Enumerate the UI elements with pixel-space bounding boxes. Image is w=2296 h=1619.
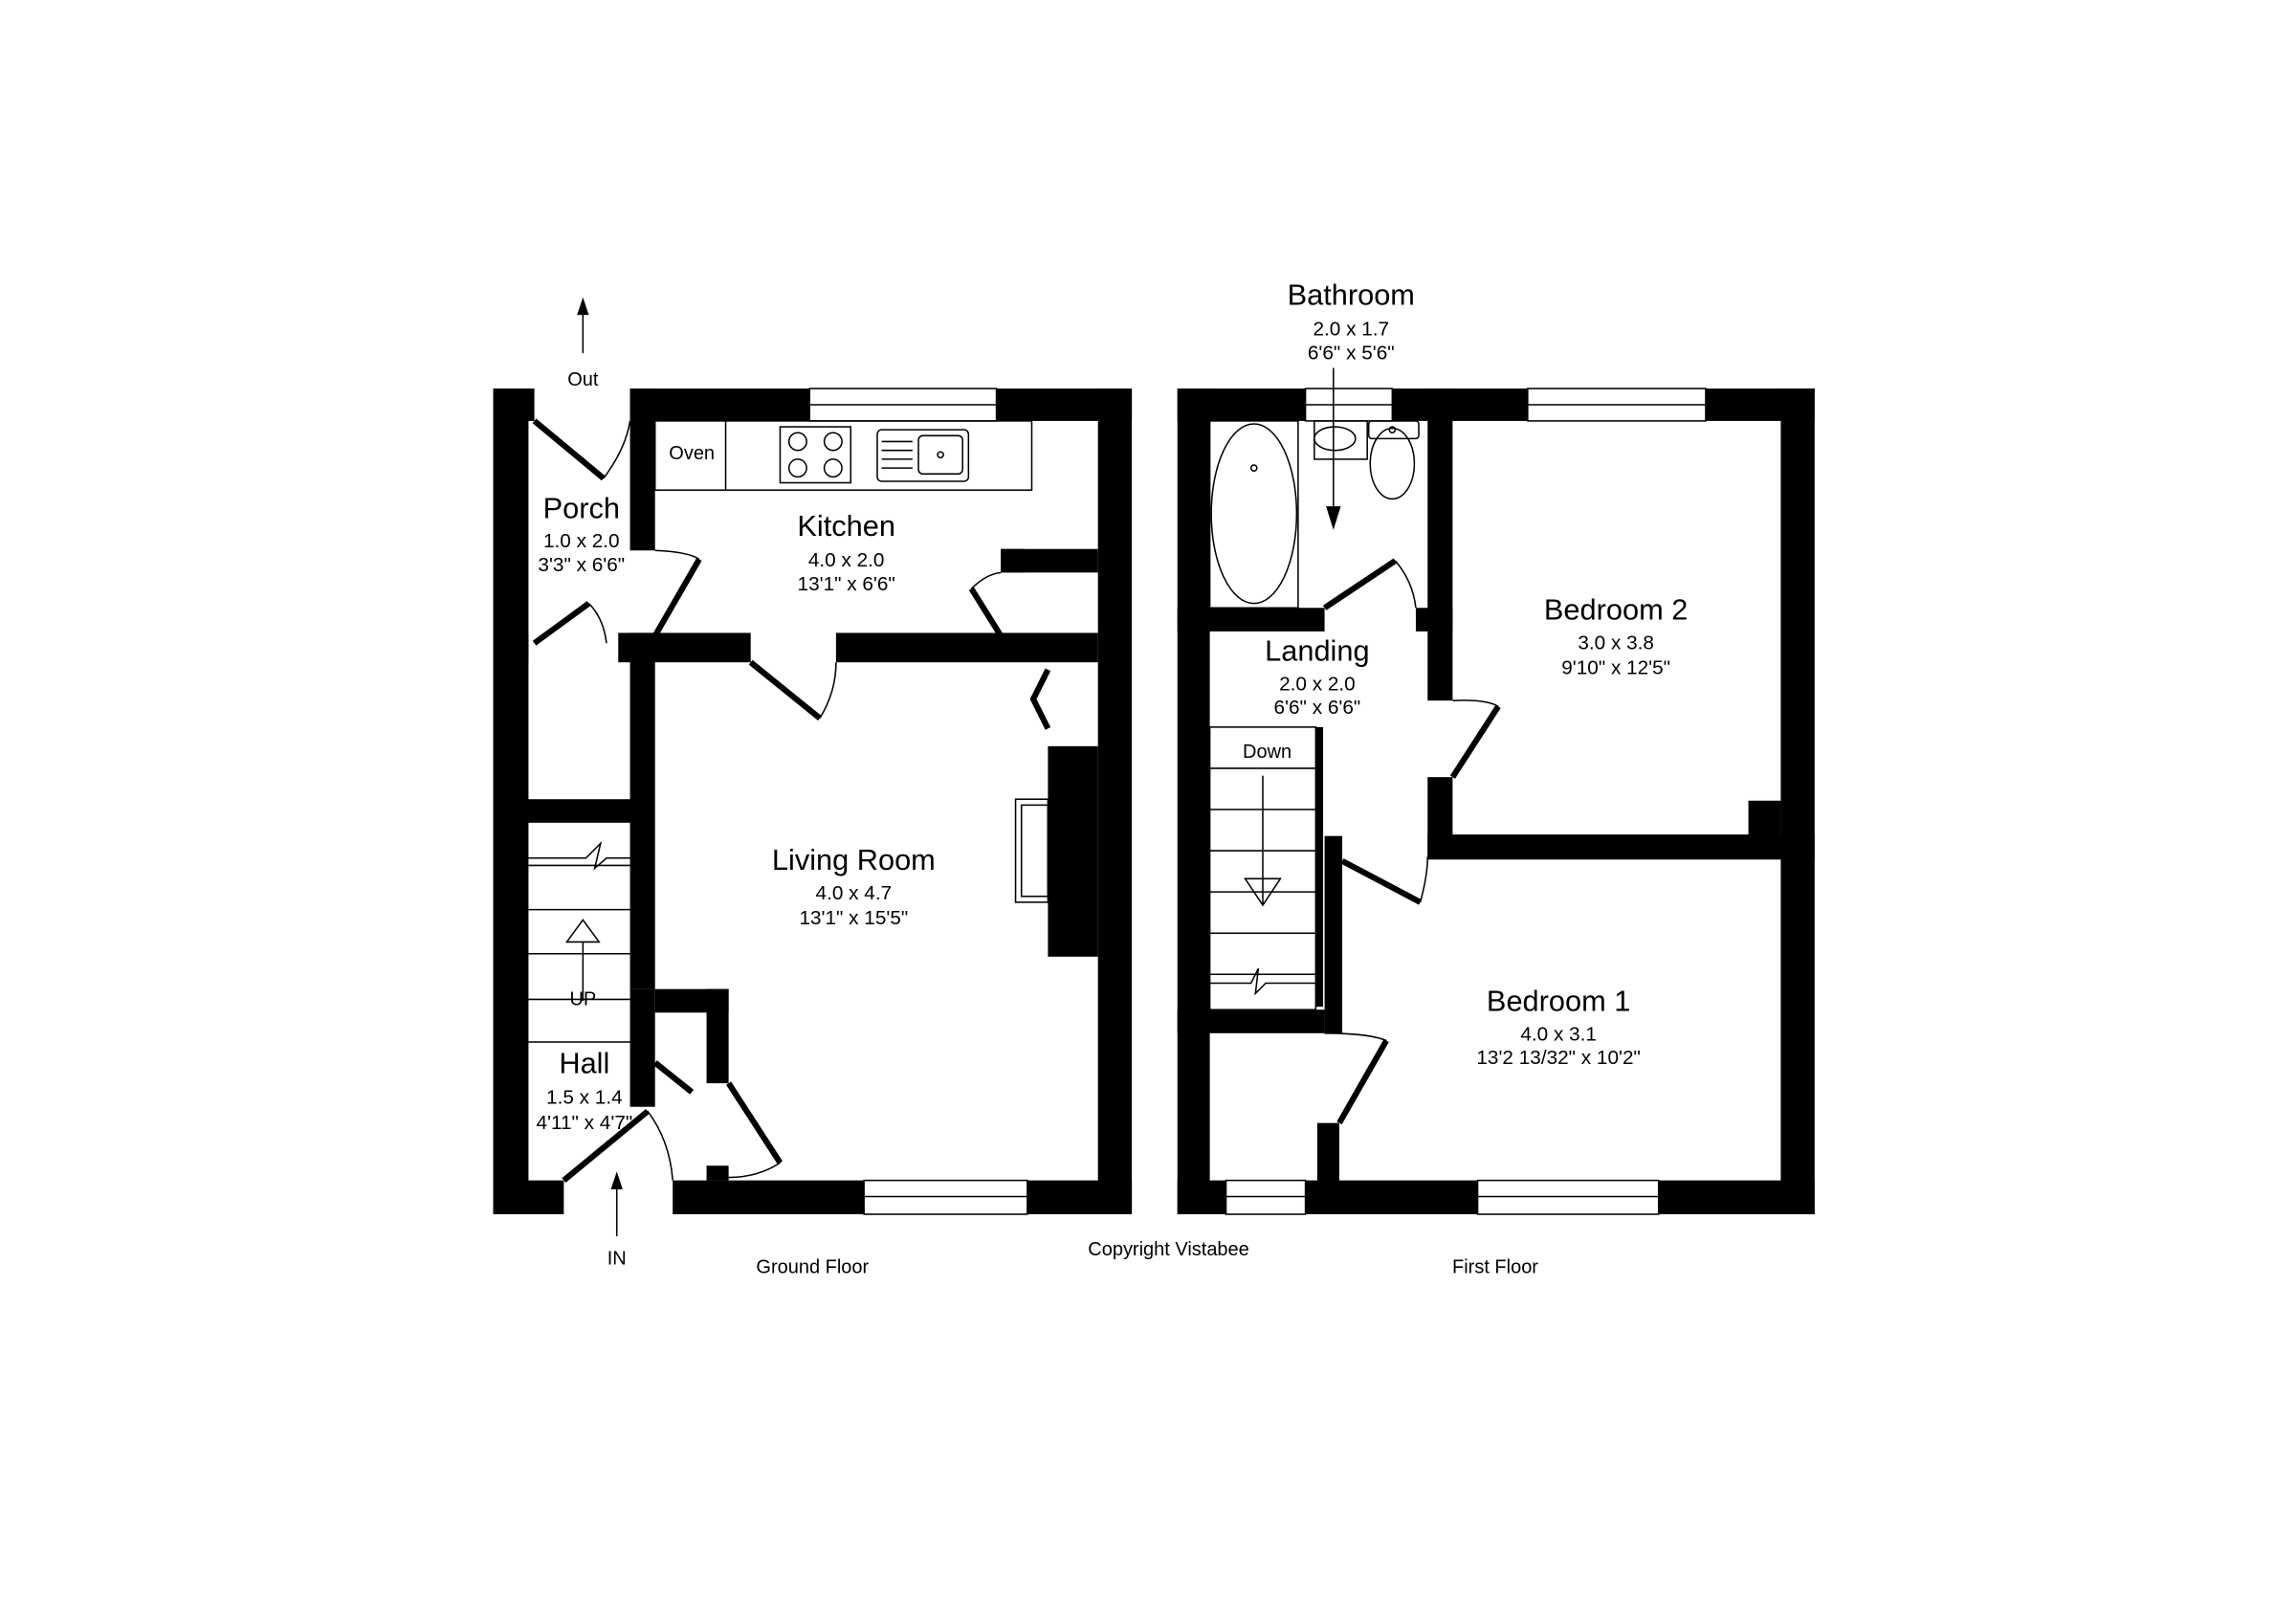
room-name: Landing bbox=[1265, 634, 1369, 668]
stairs-down-label: Down bbox=[1243, 742, 1292, 763]
room-living-room: Living Room 4.0 x 4.7 13'1" x 15'5" bbox=[772, 843, 936, 929]
room-imperial: 13'2 13/32" x 10'2" bbox=[1476, 1047, 1640, 1069]
room-kitchen: Kitchen 4.0 x 2.0 13'1" x 6'6" bbox=[797, 509, 895, 595]
room-bathroom: Bathroom 2.0 x 1.7 6'6" x 5'6" bbox=[1288, 277, 1415, 364]
stairs-down: Down bbox=[1208, 726, 1317, 1010]
room-imperial: 6'6" x 6'6" bbox=[1274, 697, 1361, 719]
room-imperial: 3'3" x 6'6" bbox=[538, 554, 625, 576]
room-metric: 4.0 x 4.7 bbox=[816, 882, 893, 904]
room-hall: Hall 1.5 x 1.4 4'11" x 4'7" bbox=[537, 1046, 633, 1133]
room-imperial: 4'11" x 4'7" bbox=[537, 1112, 633, 1134]
room-bedroom-1: Bedroom 1 4.0 x 3.1 13'2 13/32" x 10'2" bbox=[1476, 985, 1640, 1069]
room-name: Bedroom 2 bbox=[1544, 593, 1688, 627]
room-metric: 2.0 x 2.0 bbox=[1279, 673, 1356, 695]
room-imperial: 13'1" x 6'6" bbox=[798, 573, 895, 595]
window bbox=[1527, 388, 1707, 422]
in-label: IN bbox=[607, 1248, 627, 1269]
room-imperial: 6'6" x 5'6" bbox=[1308, 342, 1395, 364]
ground-floor-label: Ground Floor bbox=[756, 1257, 869, 1278]
stairs-up-label: UP bbox=[569, 989, 596, 1010]
exit-arrow-icon bbox=[577, 297, 589, 354]
window bbox=[1476, 1179, 1660, 1215]
room-metric: 1.0 x 2.0 bbox=[543, 530, 620, 552]
ground-floor-plan: Oven bbox=[493, 297, 1133, 1278]
first-floor-label: First Floor bbox=[1452, 1257, 1538, 1278]
room-metric: 4.0 x 3.1 bbox=[1520, 1023, 1597, 1045]
room-metric: 2.0 x 1.7 bbox=[1313, 319, 1389, 341]
room-name: Hall bbox=[559, 1046, 609, 1079]
room-landing: Landing 2.0 x 2.0 6'6" x 6'6" bbox=[1265, 634, 1369, 719]
stairs-up: UP bbox=[528, 840, 638, 1043]
room-metric: 4.0 x 2.0 bbox=[808, 549, 885, 571]
room-porch: Porch 1.0 x 2.0 3'3" x 6'6" bbox=[538, 491, 625, 575]
room-name: Porch bbox=[543, 491, 620, 524]
oven-label: Oven bbox=[669, 443, 715, 464]
room-name: Bedroom 1 bbox=[1487, 985, 1630, 1018]
washbasin-icon bbox=[1314, 420, 1368, 460]
room-name: Living Room bbox=[772, 843, 936, 876]
room-imperial: 13'1" x 15'5" bbox=[799, 907, 908, 929]
bathroom-pointer-arrow-icon bbox=[1326, 367, 1341, 530]
room-imperial: 9'10" x 12'5" bbox=[1561, 656, 1670, 678]
room-name: Bathroom bbox=[1288, 277, 1415, 311]
room-bedroom-2: Bedroom 2 3.0 x 3.8 9'10" x 12'5" bbox=[1544, 593, 1688, 679]
kitchen-worktop: Oven bbox=[653, 420, 1033, 491]
window bbox=[808, 388, 998, 422]
sink-icon bbox=[876, 429, 970, 482]
window bbox=[1225, 1179, 1307, 1215]
first-floor-plan: Down Bathroom 2.0 x 1.7 6'6" x 5'6" Land… bbox=[1177, 277, 1815, 1278]
window bbox=[863, 1179, 1028, 1215]
window bbox=[1304, 388, 1394, 422]
room-metric: 1.5 x 1.4 bbox=[546, 1087, 623, 1109]
out-label: Out bbox=[567, 369, 599, 390]
entry-arrow-icon bbox=[610, 1171, 623, 1237]
room-name: Kitchen bbox=[797, 509, 895, 543]
bathtub-icon bbox=[1208, 420, 1299, 610]
room-metric: 3.0 x 3.8 bbox=[1578, 632, 1654, 654]
hob-icon bbox=[779, 426, 852, 484]
copyright-text: Copyright Vistabee bbox=[1088, 1239, 1249, 1260]
toilet-icon bbox=[1367, 420, 1420, 500]
